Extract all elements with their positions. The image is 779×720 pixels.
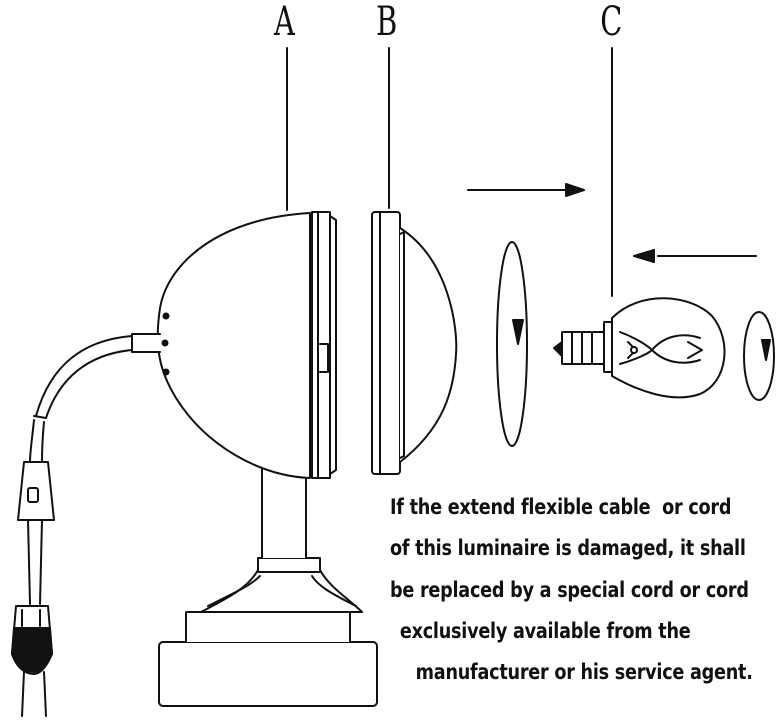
note-line-4: exclusively available from the [394,619,691,643]
note-line-1: If the extend flexible cable or cord [390,495,732,519]
note-line-5: manufacturer or his service agent. [398,660,753,684]
part-label-c: C [600,0,623,45]
rotation-arrow-left [496,241,528,447]
part-label-a: A [274,0,295,45]
front-cover-b [371,211,458,475]
lamp-housing-a [156,211,337,479]
power-cord [11,333,161,717]
rotation-arrow-right [743,311,775,401]
note-line-3: be replaced by a special cord or cord [390,578,749,602]
light-bulb-c [553,297,726,399]
part-label-b: B [376,0,398,45]
insert-arrows [467,183,757,263]
note-line-2: of this luminaire is damaged, it shall [390,536,746,560]
